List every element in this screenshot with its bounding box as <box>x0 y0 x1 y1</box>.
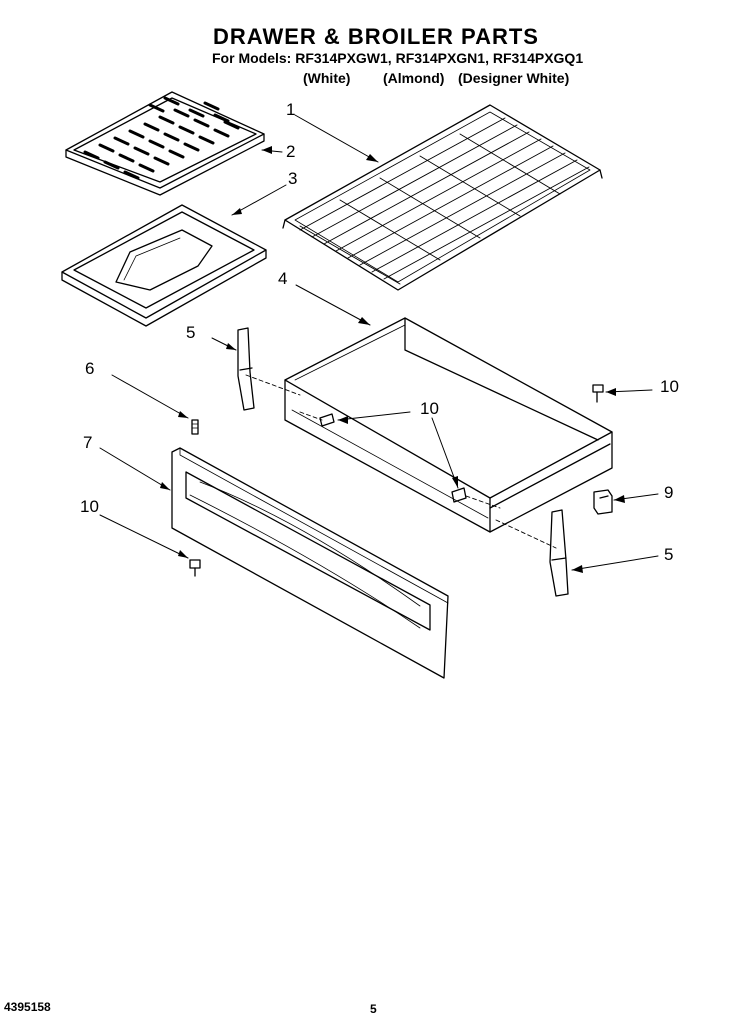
oven-rack-drawing <box>282 104 603 291</box>
bracket-clip-drawing <box>593 489 613 515</box>
broiler-pan-drawing <box>61 204 267 327</box>
drawer-slide-right <box>549 509 569 597</box>
callout-1: 1 <box>286 100 296 119</box>
assembly-lines <box>245 374 557 549</box>
finish-designer-white: (Designer White) <box>458 70 570 86</box>
callout-4: 4 <box>278 269 288 288</box>
broiler-grid-drawing <box>65 91 265 196</box>
stud-drawing <box>191 419 199 435</box>
callout-6: 6 <box>85 359 95 378</box>
drawer-front-drawing <box>171 447 449 679</box>
finish-white: (White) <box>303 70 351 86</box>
callout-5b: 5 <box>664 545 674 564</box>
page-number: 5 <box>370 1002 377 1016</box>
callout-5a: 5 <box>186 323 196 342</box>
callout-10a: 10 <box>660 377 679 396</box>
callout-9: 9 <box>664 483 674 502</box>
arrowheads <box>160 146 625 573</box>
page-title: DRAWER & BROILER PARTS <box>213 24 539 49</box>
drawer-body-drawing <box>284 317 613 533</box>
drawer-slide-left <box>237 327 255 411</box>
callout-7: 7 <box>83 433 93 452</box>
screw-drawing-d <box>189 559 201 577</box>
screw-drawing-b <box>451 487 467 503</box>
callout-10c: 10 <box>80 497 99 516</box>
callout-10b: 10 <box>420 399 439 418</box>
document-number: 4395158 <box>4 1000 51 1014</box>
screw-drawing-a <box>319 413 335 427</box>
callout-3: 3 <box>288 169 298 188</box>
finish-almond: (Almond) <box>383 70 445 86</box>
models-line: For Models: RF314PXGW1, RF314PXGN1, RF31… <box>212 50 584 66</box>
callout-2: 2 <box>286 142 296 161</box>
screw-drawing-c <box>592 384 604 403</box>
